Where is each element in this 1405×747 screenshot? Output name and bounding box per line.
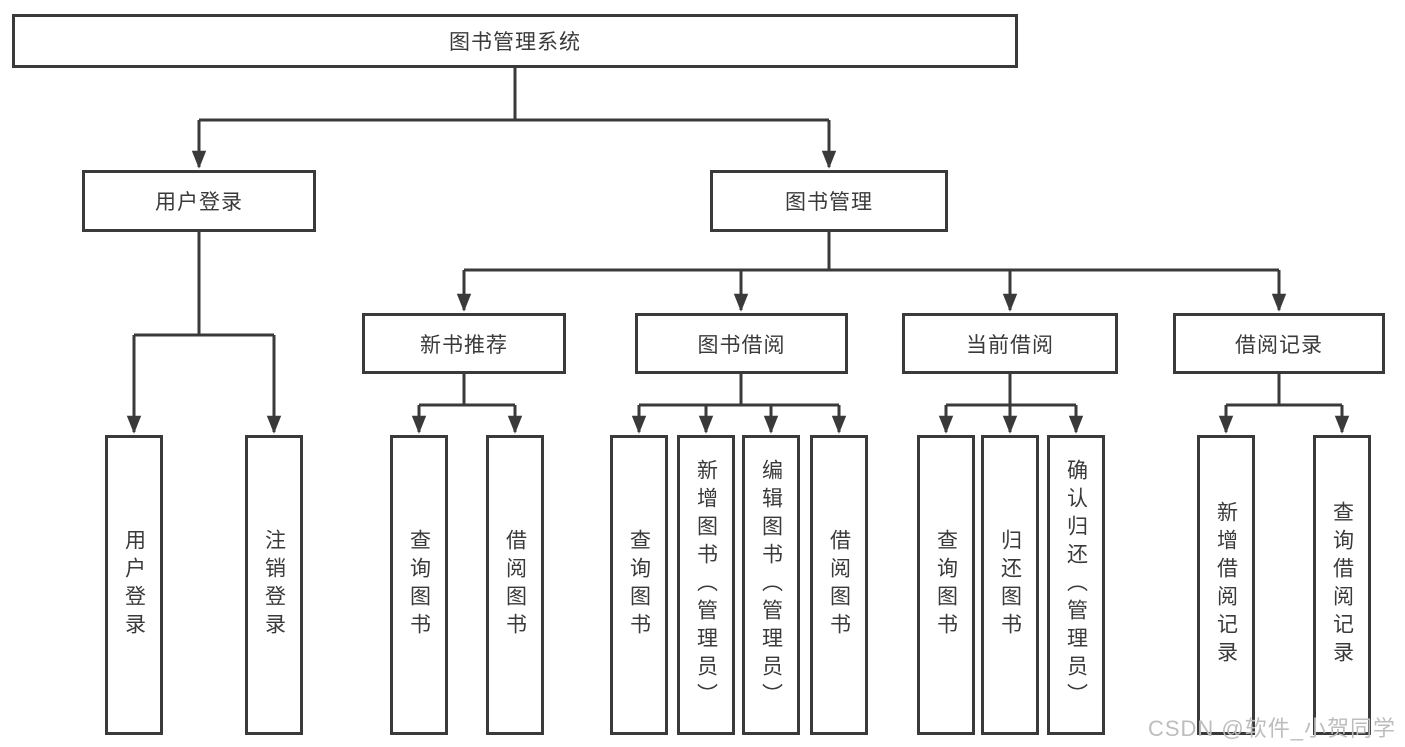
leaf-add-books-admin: 新增图书（管理员）	[677, 435, 735, 735]
leaf-label: 归还图书	[998, 529, 1022, 641]
node-borrow-records: 借阅记录	[1173, 313, 1385, 374]
leaf-label: 查询借阅记录	[1330, 501, 1354, 669]
leaf-query-books: 查询图书	[390, 435, 448, 735]
leaf-edit-books-admin: 编辑图书（管理员）	[742, 435, 800, 735]
node-user-login: 用户登录	[82, 170, 316, 232]
leaf-label: 借阅图书	[503, 529, 527, 641]
leaf-query-borrow-record: 查询借阅记录	[1313, 435, 1371, 735]
leaf-user-login: 用户登录	[105, 435, 163, 735]
leaf-add-borrow-record: 新增借阅记录	[1197, 435, 1255, 735]
leaf-return-books: 归还图书	[981, 435, 1039, 735]
node-label: 图书管理系统	[449, 31, 581, 54]
node-label: 新书推荐	[420, 333, 508, 357]
leaf-label: 用户登录	[122, 529, 146, 641]
node-label: 借阅记录	[1235, 333, 1323, 357]
leaf-query-books: 查询图书	[917, 435, 975, 735]
leaf-borrow-books: 借阅图书	[486, 435, 544, 735]
node-new-book-recommend: 新书推荐	[362, 313, 566, 374]
leaf-confirm-return-admin: 确认归还（管理员）	[1047, 435, 1105, 735]
leaf-logout: 注销登录	[245, 435, 303, 735]
node-book-management: 图书管理	[710, 170, 948, 232]
leaf-label: 借阅图书	[827, 529, 851, 641]
leaf-label: 编辑图书（管理员）	[759, 459, 783, 711]
node-label: 用户登录	[155, 191, 243, 214]
leaf-label: 新增图书（管理员）	[694, 459, 718, 711]
leaf-label: 查询图书	[407, 529, 431, 641]
leaf-label: 注销登录	[262, 529, 286, 641]
leaf-borrow-books: 借阅图书	[810, 435, 868, 735]
node-label: 图书管理	[785, 191, 873, 214]
leaf-label: 新增借阅记录	[1214, 501, 1238, 669]
leaf-label: 确认归还（管理员）	[1064, 459, 1088, 711]
node-label: 当前借阅	[966, 333, 1054, 357]
leaf-label: 查询图书	[934, 529, 958, 641]
node-book-borrow: 图书借阅	[635, 313, 848, 374]
node-label: 图书借阅	[697, 333, 786, 357]
node-library-management-system: 图书管理系统	[12, 14, 1018, 68]
leaf-query-books: 查询图书	[610, 435, 668, 735]
node-current-borrow: 当前借阅	[902, 313, 1118, 374]
leaf-label: 查询图书	[627, 529, 651, 641]
